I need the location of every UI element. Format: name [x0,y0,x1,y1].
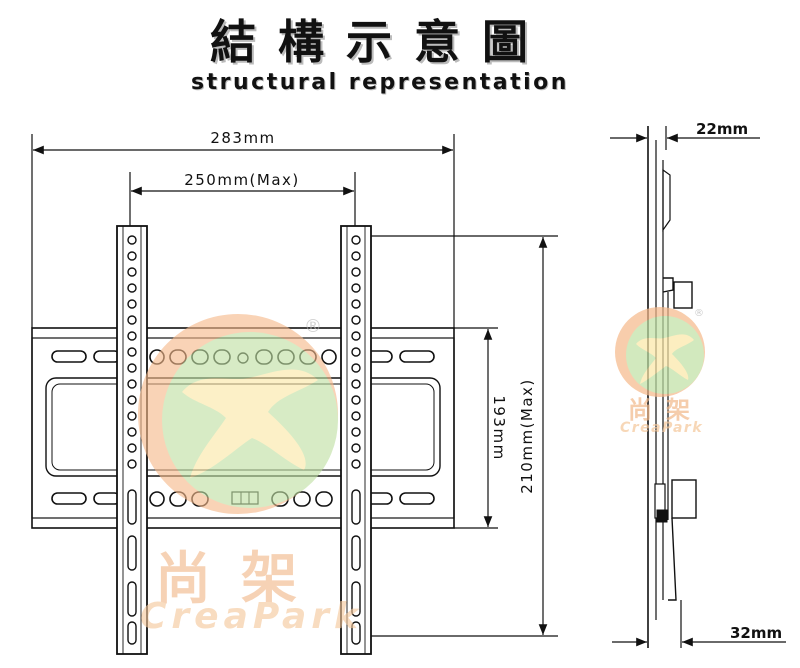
svg-text:®: ® [694,308,704,319]
bottom-hook [671,479,697,519]
brand-watermark-large: ® 尚架 CreaPark [138,314,363,637]
right-bracket-arm [340,225,372,655]
title-chinese: 結構示意圖 [210,15,550,69]
top-hook [673,281,693,309]
dimension-width-overall: 283mm [210,129,275,147]
registered-mark: ® [304,316,322,337]
side-view [610,126,786,648]
brand-name-chinese: 尚架 [155,546,327,612]
dimension-plate-height: 193mm [490,395,508,460]
brand-watermark-small: ® 尚架 CreaPark [615,307,705,436]
dimension-width-max: 250mm(Max) [184,171,300,189]
brand-name-english: CreaPark [140,596,363,637]
dimension-height-max: 210mm(Max) [518,378,536,494]
svg-text:尚架: 尚架 [628,395,704,424]
title-english: structural representation [191,70,569,95]
dimension-depth-bottom: 32mm [730,624,782,642]
svg-text:CreaPark: CreaPark [620,420,703,436]
dimension-depth-top: 22mm [696,120,748,138]
